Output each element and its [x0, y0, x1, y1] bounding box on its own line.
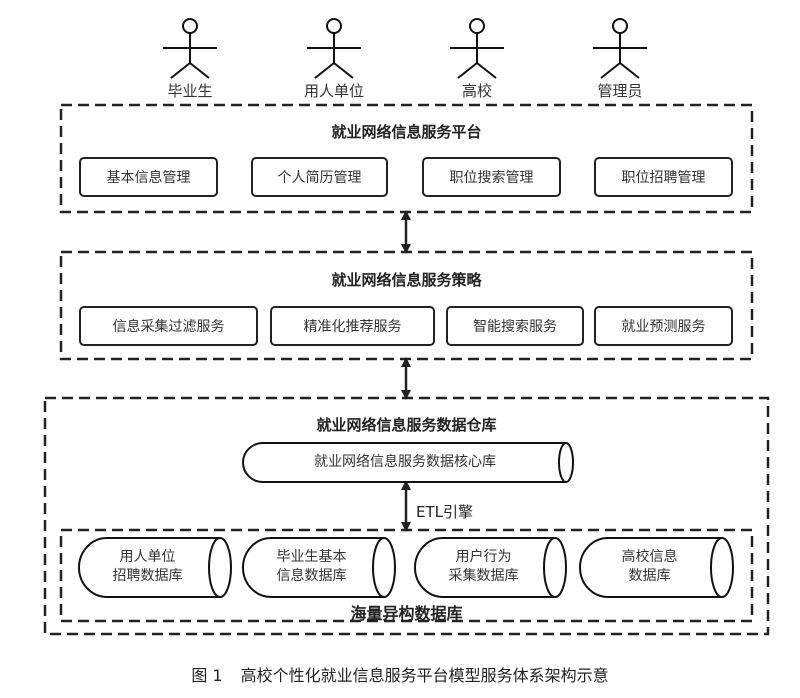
- database-label-line1: 用户行为: [455, 549, 512, 565]
- database-label: 用户行为 采集数据库: [421, 548, 546, 586]
- core-database-label: 就业网络信息服务数据核心库: [314, 454, 496, 470]
- figure-caption-text: 高校个性化就业信息服务平台模型服务体系架构示意: [240, 666, 609, 685]
- strategy-service: 精准化推荐服务: [270, 306, 435, 346]
- strategy-service: 信息采集过滤服务: [79, 306, 258, 346]
- platform-module: 职位招聘管理: [594, 157, 733, 197]
- heterogeneous-db-title: 海量异构数据库: [350, 604, 463, 623]
- platform-module: 基本信息管理: [79, 157, 218, 197]
- strategy-service: 智能搜索服务: [446, 306, 584, 346]
- database-cylinder-icon: [579, 537, 734, 598]
- platform-layer-title: 就业网络信息服务平台: [331, 123, 482, 141]
- warehouse-layer-title: 就业网络信息服务数据仓库: [316, 416, 497, 434]
- actor-icon: [593, 18, 647, 79]
- database-cylinder-icon: [242, 537, 396, 598]
- actor-label: 高校: [461, 82, 492, 100]
- database-label-line2: 信息数据库: [276, 568, 347, 584]
- database-label: 用人单位 招聘数据库: [85, 548, 210, 586]
- etl-engine-label: ETL引擎: [416, 503, 473, 521]
- database-label-line1: 高校信息: [621, 549, 678, 565]
- database-label: 高校信息 数据库: [587, 548, 712, 586]
- database-label-line1: 用人单位: [119, 549, 176, 565]
- actor-icon: [450, 18, 504, 79]
- platform-module: 个人简历管理: [251, 157, 388, 197]
- database-cylinder-icon: [78, 537, 232, 598]
- platform-module: 职位搜索管理: [422, 157, 561, 197]
- database-label-line2: 采集数据库: [448, 568, 519, 584]
- database-cylinder-icon: [414, 537, 567, 598]
- actor-icon: [307, 18, 361, 79]
- database-label-line2: 数据库: [628, 568, 671, 584]
- actor-label: 管理员: [597, 82, 643, 100]
- actor-label: 用人单位: [303, 82, 364, 100]
- strategy-layer-title: 就业网络信息服务策略: [331, 271, 482, 289]
- database-label: 毕业生基本 信息数据库: [249, 548, 374, 586]
- database-label-line2: 招聘数据库: [112, 568, 183, 584]
- actor-icon: [163, 18, 217, 79]
- core-database-cylinder-icon: [242, 442, 574, 483]
- actor-label: 毕业生: [167, 82, 213, 100]
- figure-number: 图 1: [191, 666, 223, 685]
- strategy-service: 就业预测服务: [594, 306, 733, 346]
- figure-caption: 图 1 高校个性化就业信息服务平台模型服务体系架构示意: [0, 662, 800, 686]
- database-label-line1: 毕业生基本: [276, 549, 347, 565]
